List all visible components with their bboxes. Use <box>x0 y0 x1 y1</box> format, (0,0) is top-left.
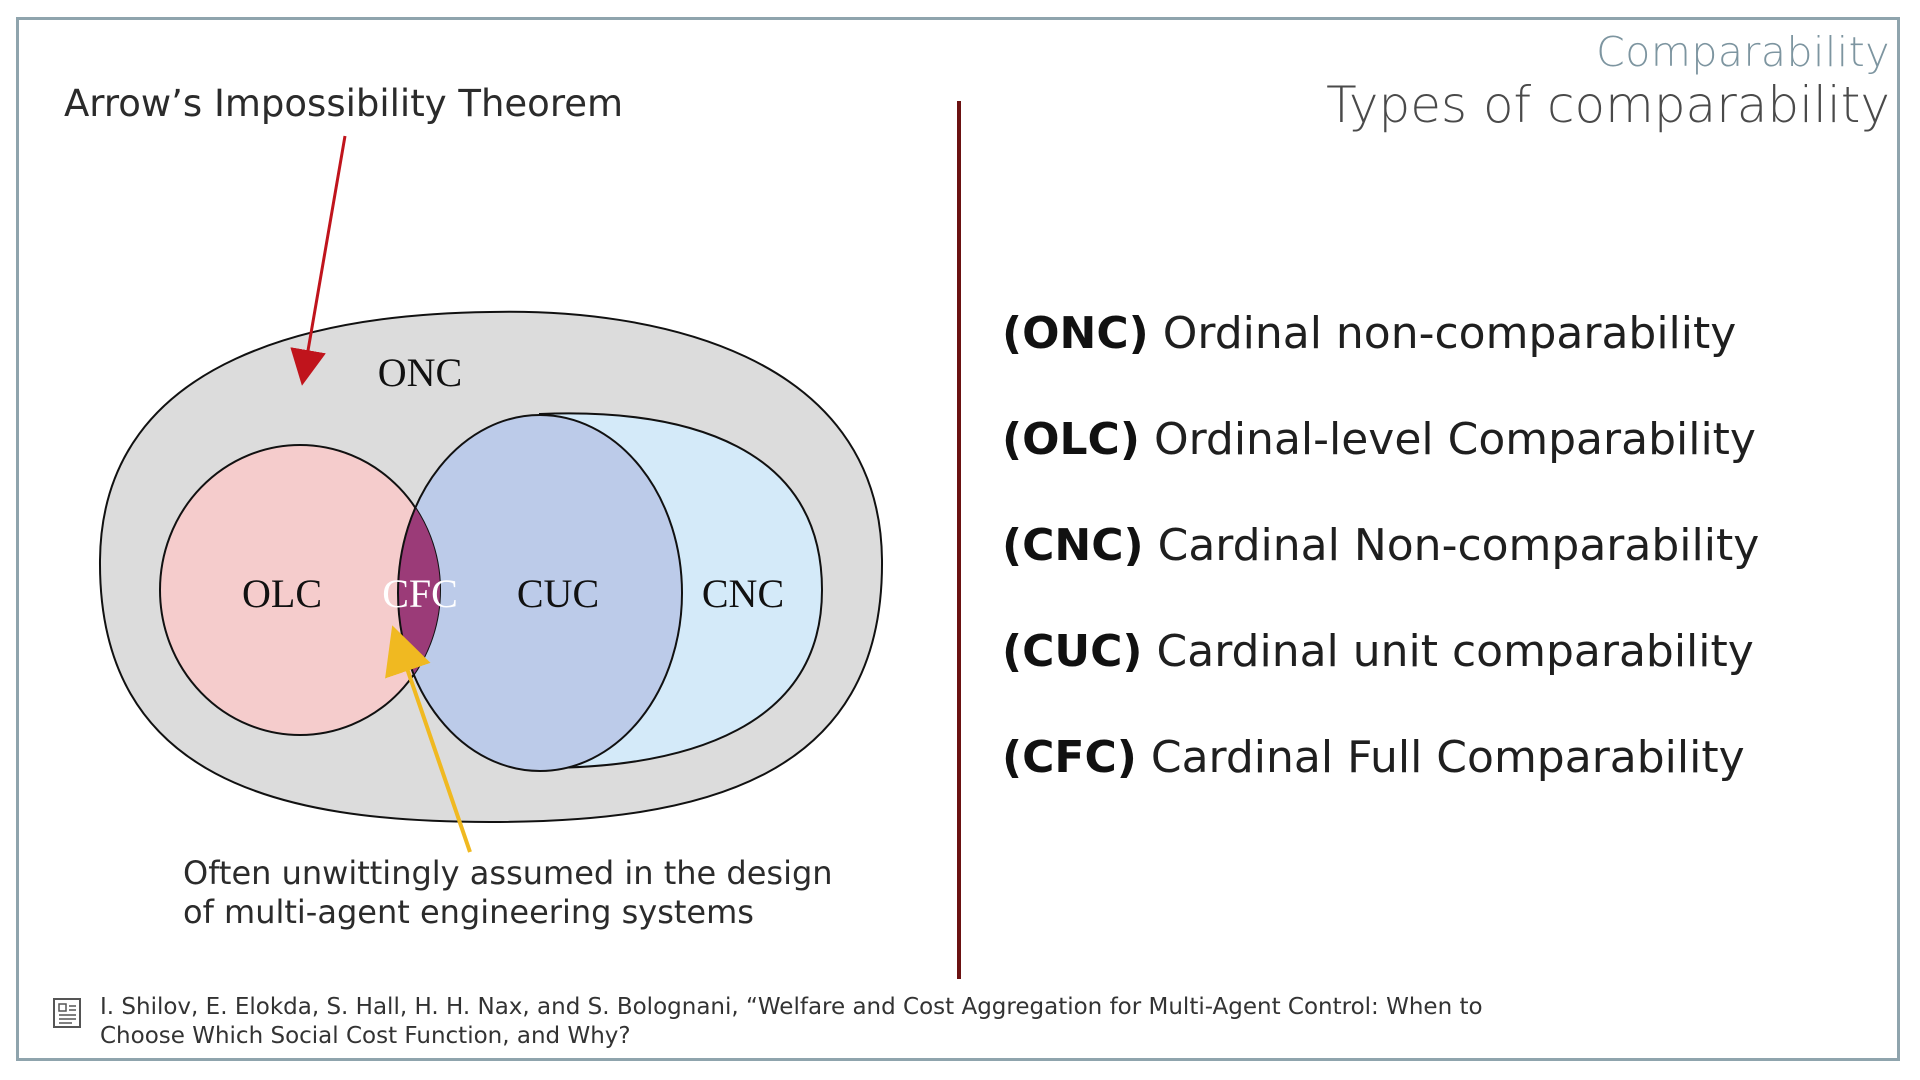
cfc-region <box>397 445 440 735</box>
cnc-label: CNC <box>702 571 784 616</box>
type-label: Cardinal Full Comparability <box>1150 732 1745 783</box>
type-code: (CFC) <box>1002 732 1137 783</box>
citation-text: I. Shilov, E. Elokda, S. Hall, H. H. Nax… <box>100 994 1483 1049</box>
type-label: Ordinal non-comparability <box>1162 308 1737 359</box>
section-kicker: Comparability <box>1596 28 1890 76</box>
arrow-theorem-pointer <box>290 135 347 386</box>
cuc-label: CUC <box>517 571 599 616</box>
onc-label: ONC <box>378 350 462 395</box>
arrow-theorem-caption: Arrow’s Impossibility Theorem <box>64 82 624 125</box>
type-code: (CNC) <box>1002 520 1144 571</box>
type-label: Cardinal unit comparability <box>1156 626 1754 677</box>
type-olc: (OLC) Ordinal-level Comparability <box>1002 410 1759 516</box>
cfc-assumption-caption: Often unwittingly assumed in the design … <box>183 854 833 932</box>
type-cnc: (CNC) Cardinal Non-comparability <box>1002 516 1759 622</box>
vertical-divider <box>957 101 961 979</box>
page-title: Types of comparability <box>1326 76 1890 134</box>
citation: I. Shilov, E. Elokda, S. Hall, H. H. Nax… <box>52 993 1532 1051</box>
comparability-types-list: (ONC) Ordinal non-comparability (OLC) Or… <box>1002 304 1759 834</box>
type-label: Ordinal-level Comparability <box>1153 414 1756 465</box>
cfc-assumption-pointer <box>385 625 472 853</box>
caption-line-2: of multi-agent engineering systems <box>183 893 754 931</box>
type-code: (CUC) <box>1002 626 1143 677</box>
caption-line-1: Often unwittingly assumed in the design <box>183 854 833 892</box>
type-onc: (ONC) Ordinal non-comparability <box>1002 304 1759 410</box>
slide-frame <box>16 17 1900 1061</box>
document-icon <box>53 998 81 1028</box>
type-code: (ONC) <box>1002 308 1149 359</box>
olc-label: OLC <box>242 571 322 616</box>
type-cuc: (CUC) Cardinal unit comparability <box>1002 622 1759 728</box>
type-cfc: (CFC) Cardinal Full Comparability <box>1002 728 1759 834</box>
cfc-label: CFC <box>382 571 458 616</box>
type-label: Cardinal Non-comparability <box>1157 520 1760 571</box>
type-code: (OLC) <box>1002 414 1140 465</box>
